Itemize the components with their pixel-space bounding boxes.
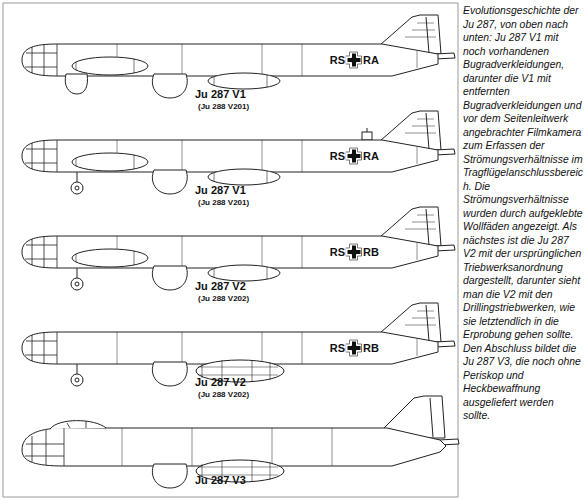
aircraft-v1-camera [22, 111, 455, 194]
aircraft-name: Ju 287 V2 [195, 280, 246, 292]
aircraft-name: Ju 287 V3 [195, 474, 246, 486]
registration-marking: RA [362, 150, 380, 162]
registration-marking: RB [362, 246, 380, 258]
registration-marking: RS [329, 246, 346, 258]
aircraft-v2 [22, 207, 455, 290]
registration-marking: RS [329, 150, 346, 162]
registration-marking: RB [362, 342, 380, 354]
registration-marking: RS [329, 54, 346, 66]
aircraft-v3 [22, 396, 459, 488]
aircraft-designation: (Ju 288 V201) [198, 199, 249, 208]
aircraft-name: Ju 287 V2 [195, 376, 246, 388]
aircraft-name: Ju 287 V1 [195, 88, 246, 100]
aircraft-designation: (Ju 288 V201) [198, 103, 249, 112]
caption: Evolutionsgeschichte der Ju 287, von obe… [463, 4, 583, 423]
aircraft-name: Ju 287 V1 [195, 184, 246, 196]
registration-marking: RA [362, 54, 380, 66]
aircraft-designation: (Ju 288 V202) [198, 391, 249, 400]
aircraft-v2-triple [22, 303, 455, 386]
aircraft-v1-fairings [22, 15, 455, 98]
registration-marking: RS [329, 342, 346, 354]
aircraft-designation: (Ju 288 V202) [198, 295, 249, 304]
frame [3, 3, 458, 497]
